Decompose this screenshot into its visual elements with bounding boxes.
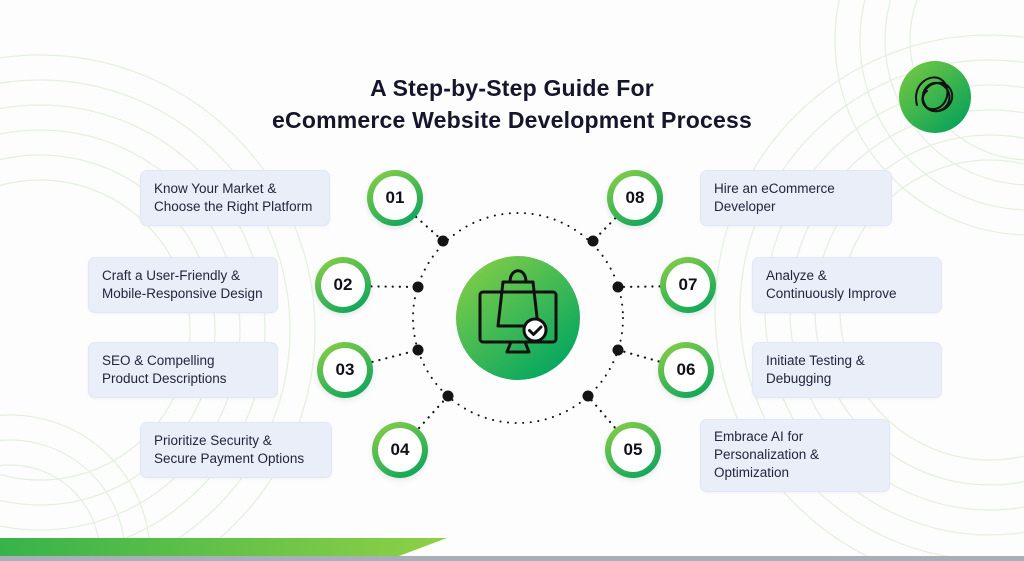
step-08-number: 08 bbox=[625, 188, 645, 207]
step-05-badge: 05 bbox=[605, 422, 661, 478]
step-08-label-text: Hire an eCommerce Developer bbox=[714, 180, 835, 214]
step-06-number: 06 bbox=[676, 360, 696, 379]
step-07-number: 07 bbox=[678, 275, 698, 294]
step-05-label-text: Embrace AI for Personalization & Optimiz… bbox=[714, 429, 820, 481]
step-02-number: 02 bbox=[333, 275, 353, 294]
brand-logo bbox=[899, 61, 971, 133]
step-03-number: 03 bbox=[335, 360, 355, 379]
step-01-label: Know Your Market & Choose the Right Plat… bbox=[140, 170, 330, 226]
step-06-label: Initiate Testing & Debugging bbox=[752, 342, 942, 398]
step-03-label-text: SEO & Compelling Product Descriptions bbox=[102, 352, 227, 386]
step-03-label: SEO & Compelling Product Descriptions bbox=[88, 342, 278, 398]
step-01-label-text: Know Your Market & Choose the Right Plat… bbox=[154, 180, 313, 214]
step-06-badge: 06 bbox=[658, 342, 714, 398]
step-04-badge: 04 bbox=[372, 422, 428, 478]
connector-lines bbox=[341, 196, 690, 451]
hub-dotted-ring bbox=[412, 212, 624, 424]
step-04-label: Prioritize Security & Secure Payment Opt… bbox=[140, 422, 332, 478]
hub-center-circle bbox=[456, 256, 580, 380]
step-07-label: Analyze & Continuously Improve bbox=[752, 257, 942, 313]
step-07-label-text: Analyze & Continuously Improve bbox=[766, 267, 897, 301]
step-01-number: 01 bbox=[385, 188, 405, 207]
title-line-2: eCommerce Website Development Process bbox=[272, 107, 752, 134]
step-06-label-text: Initiate Testing & Debugging bbox=[766, 352, 865, 386]
ecommerce-monitor-icon bbox=[478, 269, 558, 354]
step-05-label: Embrace AI for Personalization & Optimiz… bbox=[700, 419, 890, 492]
title-line-1: A Step-by-Step Guide For bbox=[370, 75, 654, 101]
step-04-number: 04 bbox=[390, 440, 410, 459]
step-01-badge: 01 bbox=[367, 170, 423, 226]
step-08-label: Hire an eCommerce Developer bbox=[700, 170, 892, 226]
step-02-label: Craft a User-Friendly & Mobile-Responsiv… bbox=[88, 257, 278, 313]
step-08-badge: 08 bbox=[607, 170, 663, 226]
bottom-strip bbox=[0, 556, 1024, 561]
step-07-badge: 07 bbox=[660, 257, 716, 313]
bottom-ribbon bbox=[0, 538, 447, 556]
page-title: A Step-by-Step Guide For eCommerce Websi… bbox=[0, 72, 1024, 136]
step-02-label-text: Craft a User-Friendly & Mobile-Responsiv… bbox=[102, 267, 263, 301]
ring-junction-dots bbox=[412, 235, 624, 402]
step-02-badge: 02 bbox=[315, 257, 371, 313]
step-05-number: 05 bbox=[623, 440, 643, 459]
step-03-badge: 03 bbox=[317, 342, 373, 398]
step-04-label-text: Prioritize Security & Secure Payment Opt… bbox=[154, 432, 305, 466]
